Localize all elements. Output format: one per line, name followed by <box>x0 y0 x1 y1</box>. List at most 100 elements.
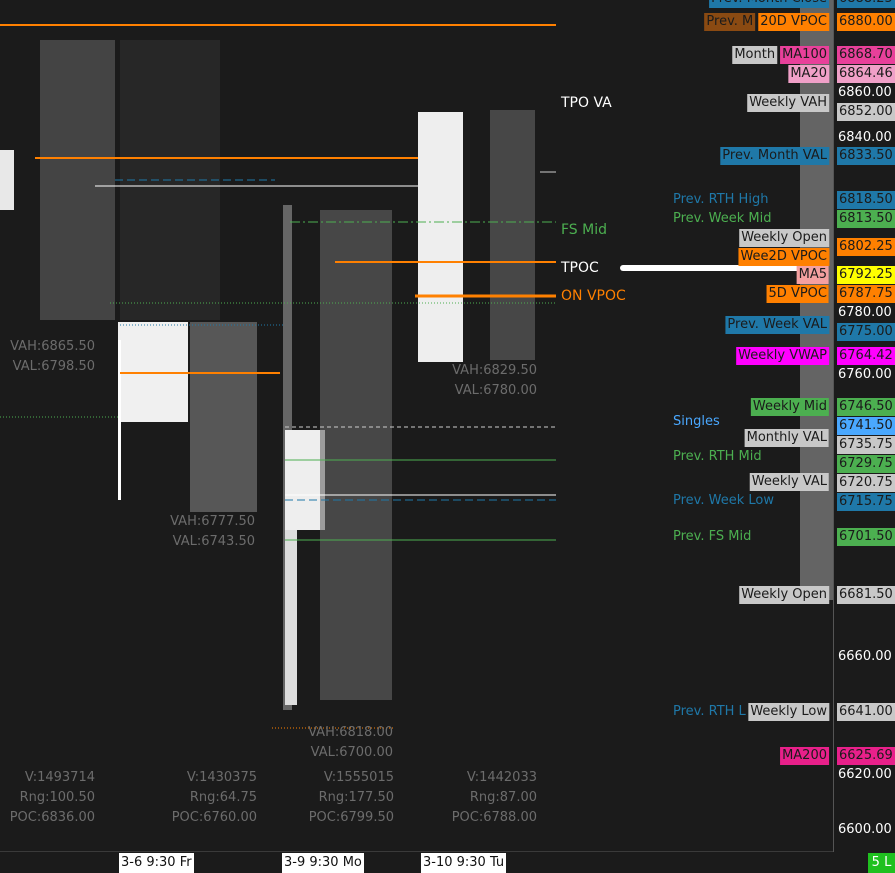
level-price-box: 6888.25 <box>837 0 895 8</box>
level-price-box: 6813.50 <box>837 209 895 228</box>
volume-profile <box>490 110 535 360</box>
level-price-box: 6764.42 <box>837 346 895 365</box>
volume-profile <box>320 210 392 700</box>
volume-profile <box>40 40 115 320</box>
level-name-label: 20D VPOC <box>758 13 829 32</box>
level-price-box: 6852.00 <box>837 102 895 121</box>
session-v: V:1442033 <box>466 770 537 785</box>
level-price-box: 6802.25 <box>837 237 895 256</box>
price-tick-label: 6860.00 <box>838 84 892 100</box>
level-text-label: Prev. FS Mid <box>673 529 752 545</box>
level-name-label: Weekly VAH <box>747 94 829 113</box>
tpo-profile <box>118 340 121 500</box>
session-val: VAL:6780.00 <box>454 383 537 398</box>
session-vah: VAH:6829.50 <box>452 363 537 378</box>
level-name-label: Weekly VWAP <box>736 346 829 365</box>
price-value-box: 6701.50 <box>837 528 895 547</box>
time-label: 3-9 9:30 Mo <box>282 853 364 873</box>
session-val: VAL:6743.50 <box>172 534 255 549</box>
session-rng: Rng:177.50 <box>318 790 394 805</box>
level-text-label: Prev. Week Low <box>673 492 774 508</box>
level-text-label: Singles <box>673 413 720 429</box>
tpo-profile <box>0 150 14 210</box>
session-poc: POC:6760.00 <box>171 810 257 825</box>
level-price-box: 6681.50 <box>837 585 895 604</box>
price-tick-label: 6760.00 <box>838 366 892 382</box>
level-price-box: 6787.75 <box>837 285 895 304</box>
tpo-profile <box>285 430 325 530</box>
level-name-label: Prev. M <box>704 13 756 32</box>
session-rng: Rng:100.50 <box>19 790 95 805</box>
level-price-box: 6868.70 <box>837 45 895 64</box>
price-tick-label: 6600.00 <box>838 822 892 837</box>
price-value-box: 6741.50 <box>837 417 895 436</box>
level-name-label: Month <box>732 45 778 64</box>
session-poc: POC:6836.00 <box>9 810 95 825</box>
level-price-box: 6641.00 <box>837 702 895 721</box>
level-name-label: Weekly Low <box>748 702 829 721</box>
price-tick-label: 6780.00 <box>838 305 892 321</box>
level-price-box: 6864.46 <box>837 64 895 83</box>
level-name-label: Monthly VAL <box>744 429 829 448</box>
level-name-label: MA200 <box>780 746 829 765</box>
time-label: 3-10 9:30 Tu <box>421 853 507 873</box>
level-price-box: 6792.25 <box>837 266 895 285</box>
level-price-box: 6833.50 <box>837 147 895 166</box>
session-poc: POC:6788.00 <box>451 810 537 825</box>
level-name-label: Weekly VAL <box>749 472 829 491</box>
price-value-box: 6729.75 <box>837 455 895 474</box>
price-tick-label: 6840.00 <box>838 129 892 145</box>
level-name-label: Prev. Month VAL <box>720 147 829 166</box>
level-name-label: Wee2D VPOC <box>738 247 829 266</box>
price-tick-label: 6660.00 <box>838 648 892 664</box>
session-val: VAL:6798.50 <box>12 359 95 374</box>
status-badge[interactable]: 5 L <box>868 853 895 873</box>
price-value-box: 6715.75 <box>837 493 895 512</box>
time-axis-divider <box>0 851 833 852</box>
level-price-box: 6775.00 <box>837 323 895 342</box>
price-axis-divider <box>833 0 834 852</box>
reference-lines <box>0 24 556 729</box>
level-price-box: 6880.00 <box>837 13 895 32</box>
session-rng: Rng:64.75 <box>189 790 257 805</box>
level-name-label: Prev. Week VAL <box>725 316 829 335</box>
session-v: V:1555015 <box>323 770 394 785</box>
level-name-label: 5D VPOC <box>766 285 829 304</box>
current-price-bar <box>620 265 820 271</box>
level-text-label: Prev. RTH Mid <box>673 449 762 465</box>
level-price-box: 6746.50 <box>837 398 895 417</box>
level-text-label: Prev. Week Mid <box>673 210 772 226</box>
level-price-box: 6720.75 <box>837 474 895 493</box>
level-name-label: Weekly Mid <box>750 398 829 417</box>
profile-line-label: TPOC <box>561 259 599 276</box>
level-text-label: Prev. RTH L <box>673 703 746 719</box>
session-poc: POC:6799.50 <box>308 810 394 825</box>
session-vah: VAH:6865.50 <box>10 339 95 354</box>
level-name-label: Weekly Open <box>739 228 829 247</box>
session-rng: Rng:87.00 <box>469 790 537 805</box>
level-price-box: 6735.75 <box>837 436 895 455</box>
tpo-profile <box>418 112 463 362</box>
price-value-box: 6818.50 <box>837 190 895 209</box>
profile-line-label: TPO VA <box>561 95 612 112</box>
profile-line-label: FS Mid <box>561 222 607 238</box>
profile-line-label: ON VPOC <box>561 288 626 305</box>
level-text-label: Prev. RTH High <box>673 191 769 207</box>
session-vah: VAH:6818.00 <box>308 725 393 740</box>
tpo-profile <box>285 530 297 705</box>
level-name-label: Weekly Open <box>739 585 829 604</box>
level-name-label: MA5 <box>796 266 829 285</box>
level-name-label: MA20 <box>788 64 829 83</box>
session-v: V:1430375 <box>186 770 257 785</box>
level-name-label: Prev. Month Close <box>709 0 829 8</box>
